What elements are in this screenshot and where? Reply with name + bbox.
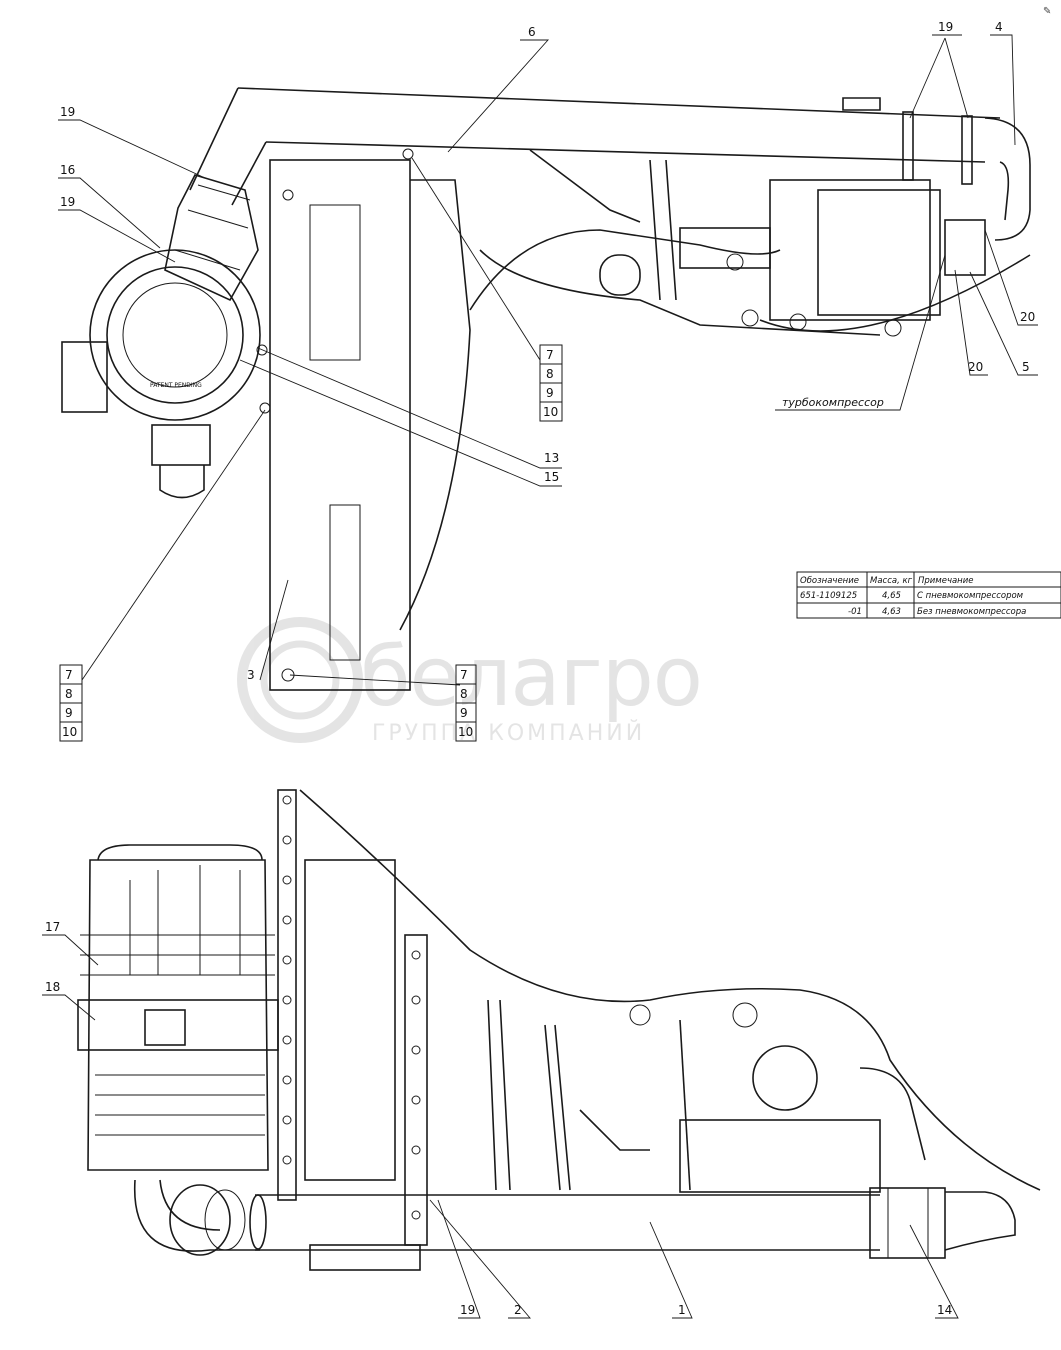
callout-9-stack2: 9 xyxy=(65,706,73,720)
top-view: PATENT PENDING xyxy=(61,87,1031,691)
callout-18: 18 xyxy=(45,980,60,994)
table-header-designation: Обозначение xyxy=(800,576,859,586)
bracket-plate xyxy=(269,159,411,691)
callout-10-stack1: 10 xyxy=(543,405,558,419)
table-cell: С пневмокомпрессором xyxy=(917,591,1024,601)
table-cell: 4,65 xyxy=(882,591,901,601)
callout-8-stack3: 8 xyxy=(460,687,468,701)
watermark: белагро ГРУППА КОМПАНИЙ xyxy=(237,617,703,746)
corner-mark: ✎ xyxy=(1043,6,1051,17)
callout-13: 13 xyxy=(544,451,559,465)
air-filter-side xyxy=(87,859,269,1171)
table-cell: 4,63 xyxy=(882,607,901,617)
svg-text:PATENT PENDING: PATENT PENDING xyxy=(150,382,202,389)
table-cell: 651-1109125 xyxy=(800,591,857,601)
callout-6: 6 xyxy=(528,25,536,39)
callout-15: 15 xyxy=(544,470,559,484)
callout-1: 1 xyxy=(678,1303,686,1317)
callout-19-top: 19 xyxy=(938,20,953,34)
callout-20-lower: 20 xyxy=(968,360,983,374)
callout-19-bottom: 19 xyxy=(460,1303,475,1317)
callout-19-left: 19 xyxy=(60,105,75,119)
table-cell: Без пневмокомпрессора xyxy=(917,607,1026,617)
callout-7-stack2: 7 xyxy=(65,668,73,682)
frame-rail xyxy=(277,789,297,1201)
air-filter-housing xyxy=(89,249,261,421)
bottom-view xyxy=(77,789,1041,1271)
turbo-label: турбокомпрессор xyxy=(782,396,884,409)
callout-20-right: 20 xyxy=(1020,310,1035,324)
callout-19-left2: 19 xyxy=(60,195,75,209)
callout-7-stack1: 7 xyxy=(546,348,554,362)
callout-10-stack3: 10 xyxy=(458,725,473,739)
spec-table: Обозначение Масса, кг Примечание 651-110… xyxy=(796,571,1061,619)
table-cell: -01 xyxy=(848,607,862,617)
callouts-bottom: 17 18 19 2 1 14 xyxy=(42,920,959,1319)
callout-16: 16 xyxy=(60,163,75,177)
callout-8-stack1: 8 xyxy=(546,367,554,381)
callout-4: 4 xyxy=(995,20,1003,34)
callouts-top: 6 19 4 19 16 19 7 8 9 10 13 15 20 20 5 xyxy=(58,20,1038,742)
callout-3: 3 xyxy=(247,668,255,682)
watermark-brand: белагро xyxy=(360,630,702,725)
callout-17: 17 xyxy=(45,920,60,934)
table-header-note: Примечание xyxy=(918,576,974,586)
callout-10-stack2: 10 xyxy=(62,725,77,739)
callout-8-stack2: 8 xyxy=(65,687,73,701)
callout-5: 5 xyxy=(1022,360,1030,374)
main-pipe xyxy=(255,1194,880,1251)
callout-9-stack3: 9 xyxy=(460,706,468,720)
callout-7-stack3: 7 xyxy=(460,668,468,682)
upper-intake-pipe xyxy=(237,87,1001,163)
table-header-mass: Масса, кг xyxy=(870,576,913,586)
watermark-subtitle: ГРУППА КОМПАНИЙ xyxy=(372,720,645,746)
callout-14: 14 xyxy=(937,1303,952,1317)
callout-9-stack1: 9 xyxy=(546,386,554,400)
callout-2: 2 xyxy=(514,1303,522,1317)
turbocompressor xyxy=(769,179,931,321)
